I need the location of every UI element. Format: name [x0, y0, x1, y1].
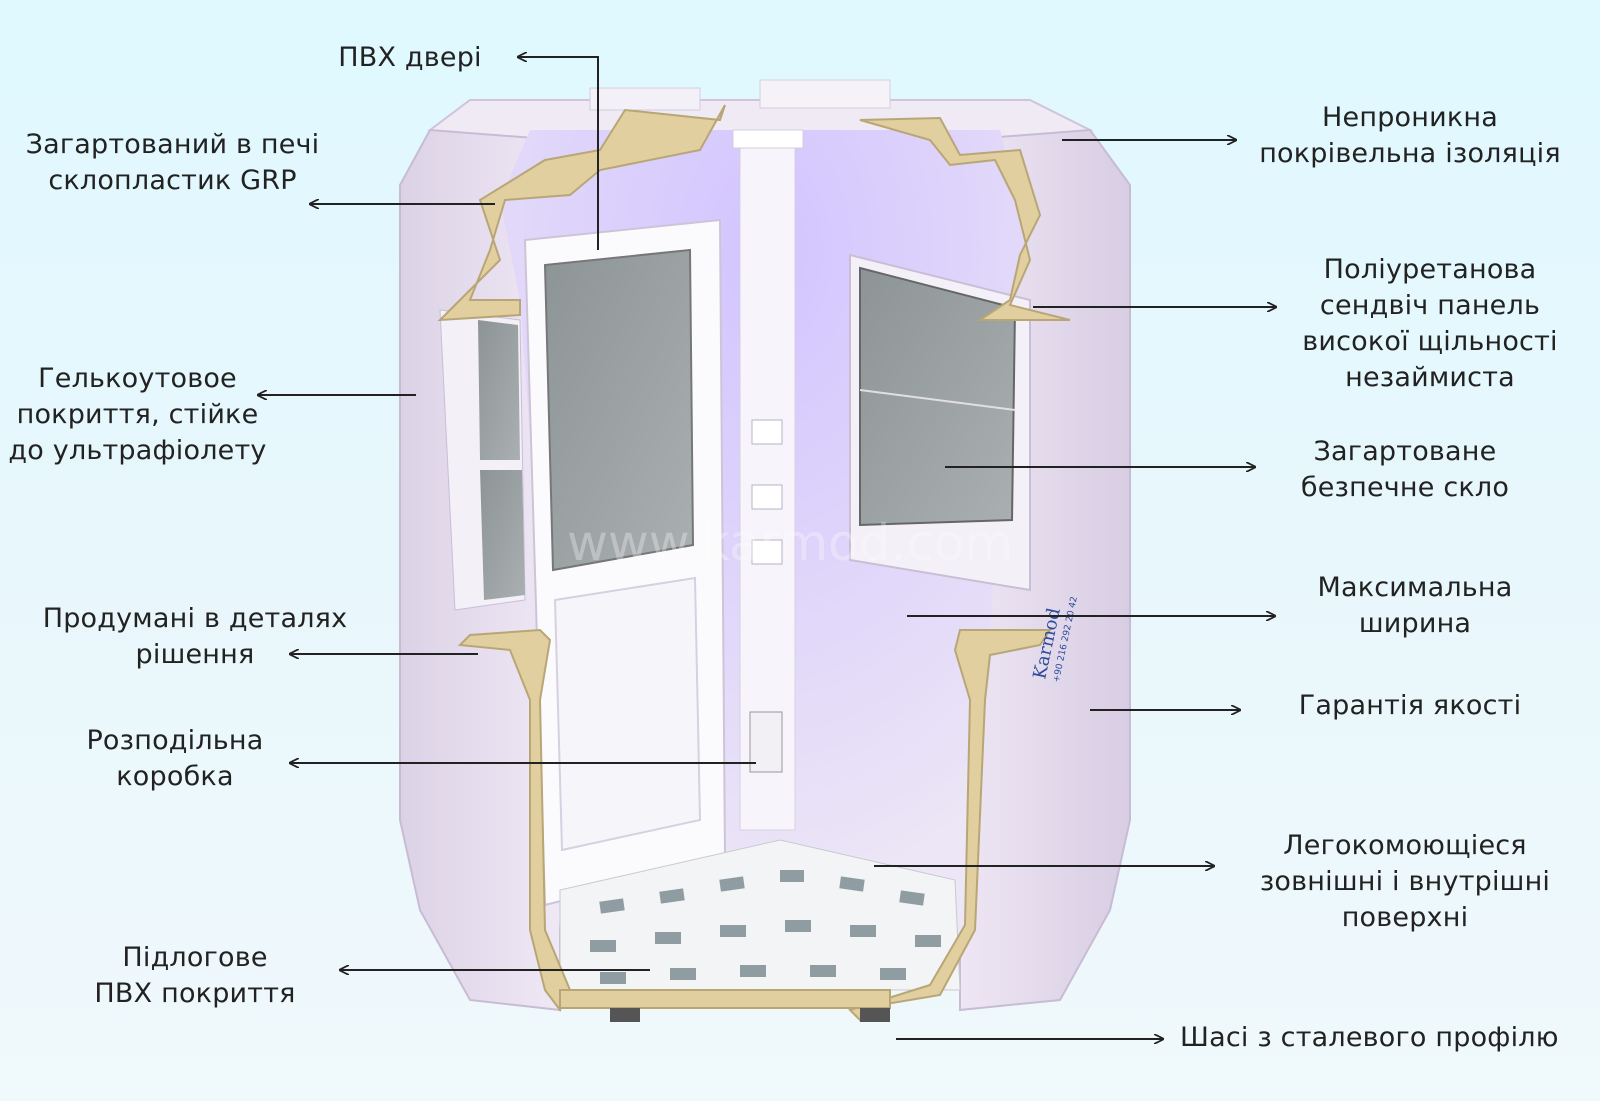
label-floor: Підлогове ПВХ покриття [94, 942, 296, 1009]
label-grp: Загартований в печі склопластик GRP [25, 129, 320, 196]
label-sandwich-panel: Поліуретанова сендвіч панель високої щіл… [1302, 254, 1558, 393]
roof-vent [589, 87, 701, 111]
roof-vent [759, 79, 891, 109]
switch-panel [751, 539, 783, 565]
watermark: www.karmod.com [567, 514, 1013, 572]
right-window-glass [859, 266, 1017, 527]
wall-cross-section [457, 628, 572, 1012]
floor-cross-section [559, 989, 891, 1009]
door-glass [543, 248, 695, 572]
label-tempered-glass: Загартоване безпечне скло [1300, 436, 1510, 503]
floor-tiles [590, 870, 941, 984]
arrow-pvc-door [518, 57, 599, 250]
label-easy-clean: Легокомоющіеся зовнішні і внутрішні пове… [1259, 830, 1551, 933]
switch-panel [751, 484, 783, 510]
steel-chassis [860, 1008, 890, 1022]
steel-chassis [610, 1008, 640, 1022]
door-lower-panel [553, 576, 702, 852]
label-roof-insulation: Непроникна покрівельна ізоляція [1259, 102, 1561, 169]
switch-panel [751, 419, 783, 445]
light-fixture [732, 129, 804, 149]
label-max-width: Максимальна ширина [1317, 572, 1513, 639]
label-junction-box: Розподільна коробка [86, 725, 264, 792]
label-gelcoat: Гелькоутовое покриття, стійке до ультраф… [8, 363, 267, 466]
label-quality: Гарантія якості [1298, 690, 1522, 721]
wall-cross-section [437, 104, 726, 322]
left-window-glass [480, 470, 525, 600]
label-pvc-door: ПВХ двері [338, 42, 482, 73]
left-window-glass [478, 320, 520, 460]
wall-cross-section [859, 116, 1071, 321]
label-details: Продумані в деталях рішення [42, 603, 348, 670]
label-chassis: Шасі з сталевого профілю [1180, 1022, 1559, 1053]
